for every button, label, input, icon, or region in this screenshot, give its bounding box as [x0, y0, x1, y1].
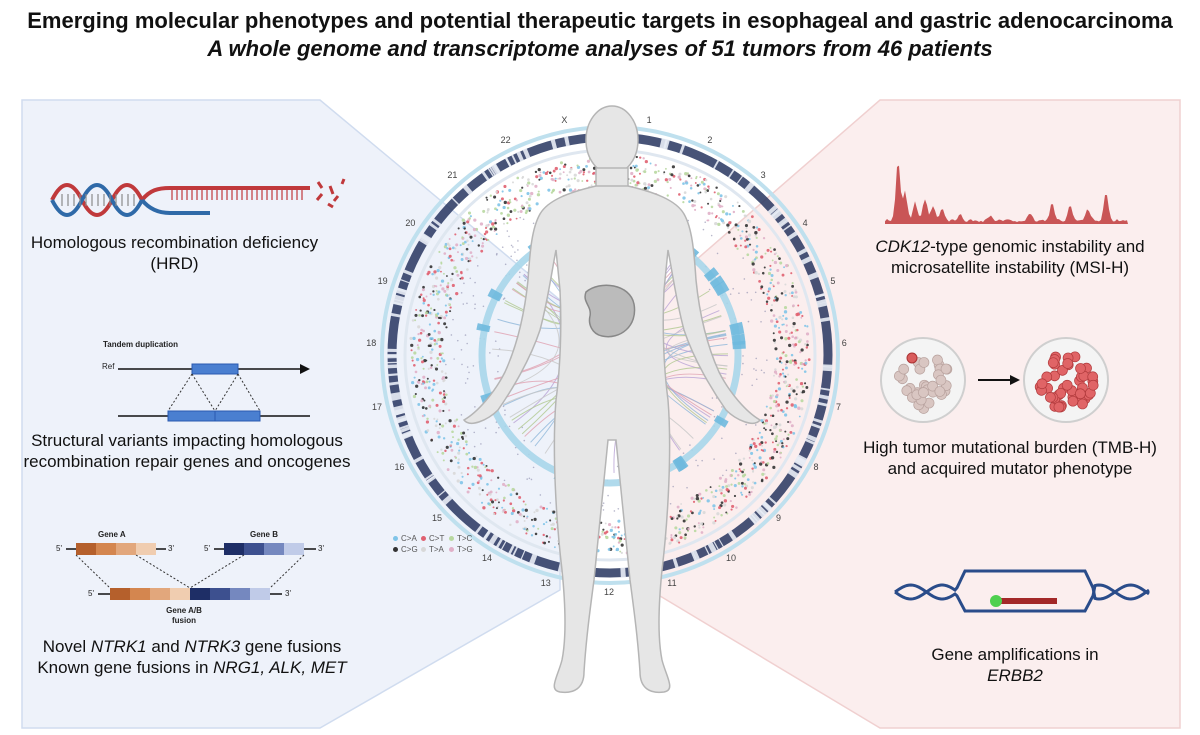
- chromosome-label: 7: [836, 402, 842, 412]
- chromosome-label: 16: [394, 461, 405, 472]
- human-body-icon: [462, 105, 762, 694]
- chromosome-label: 13: [540, 578, 551, 589]
- chromosome-label: 10: [726, 553, 737, 564]
- gene-b-5prime: 5': [204, 544, 210, 553]
- fusion-label: Gene A/B fusion: [160, 606, 208, 626]
- tmb-caption: High tumor mutational burden (TMB-H) and…: [835, 437, 1185, 479]
- chromosome-label: 20: [405, 217, 416, 228]
- amplification-dna-icon: [894, 569, 1150, 613]
- fusion-l1-c: and: [146, 637, 185, 656]
- chromosome-label: 14: [481, 553, 492, 564]
- gene-fusion-diagram: [66, 543, 316, 600]
- chromosome-label: 11: [667, 578, 677, 589]
- chromosome-label: 12: [604, 587, 615, 597]
- legend-swatch: [449, 536, 454, 541]
- fusion-l1-b: NTRK1: [90, 637, 147, 656]
- fusion-label-line1: Gene A/B: [166, 606, 202, 615]
- legend-swatch: [393, 536, 398, 541]
- legend-swatch: [449, 547, 454, 552]
- chromosome-label: 8: [813, 461, 819, 472]
- msi-spectrum-icon: [885, 165, 1128, 224]
- hrd-caption-line2: (HRD): [150, 254, 199, 273]
- tandem-duplication-label: Tandem duplication: [103, 340, 178, 349]
- chromosome-label: 2: [707, 134, 713, 145]
- chromosome-label: 4: [802, 217, 808, 228]
- petri-dish-before-icon: [880, 337, 966, 423]
- legend-label: T>G: [457, 545, 473, 554]
- tandem-duplication-diagram: [118, 363, 310, 422]
- chromosome-label: 1: [646, 114, 652, 125]
- gene-a-label: Gene A: [98, 530, 126, 539]
- gene-b-label: Gene B: [250, 530, 279, 539]
- fusion-3prime: 3': [285, 589, 291, 598]
- legend-label: C>G: [401, 545, 418, 554]
- chromosome-label: 3: [760, 169, 766, 180]
- chromosome-label: 19: [377, 275, 388, 286]
- cdk12-caption: CDK12-type genomic instability and micro…: [840, 236, 1180, 278]
- legend-entry: T>A: [421, 545, 444, 554]
- legend-swatch: [421, 536, 426, 541]
- chromosome-label: 18: [366, 338, 377, 349]
- gene-a-3prime: 3': [168, 544, 174, 553]
- page-subtitle: A whole genome and transcriptome analyse…: [207, 36, 993, 61]
- tmb-caption-line2: and acquired mutator phenotype: [887, 459, 1133, 478]
- fusion-label-line2: fusion: [172, 616, 196, 625]
- legend-label: C>T: [429, 534, 445, 543]
- legend-swatch: [421, 547, 426, 552]
- fusion-caption-line1: Novel NTRK1 and NTRK3 gene fusions: [22, 636, 362, 657]
- dna-damage-icon: [50, 178, 346, 217]
- sv-caption: Structural variants impacting homologous…: [22, 430, 352, 472]
- tmb-caption-line1: High tumor mutational burden (TMB-H): [863, 438, 1157, 457]
- fusion-l1-e: gene fusions: [240, 637, 342, 656]
- sv-caption-line2: recombination repair genes and oncogenes: [23, 452, 351, 471]
- fusion-caption: Novel NTRK1 and NTRK3 gene fusions Known…: [22, 636, 362, 678]
- fusion-5prime: 5': [88, 589, 94, 598]
- chromosome-label: 22: [500, 134, 511, 145]
- fusion-l1-a: Novel: [42, 637, 91, 656]
- sv-caption-line1: Structural variants impacting homologous: [31, 431, 343, 450]
- fusion-l2-b: NRG1, ALK, MET: [213, 658, 347, 677]
- legend-label: T>C: [457, 534, 473, 543]
- fusion-caption-line2: Known gene fusions in NRG1, ALK, MET: [22, 657, 362, 678]
- legend-entry: C>G: [393, 545, 418, 554]
- cdk12-caption-line2: microsatellite instability (MSI-H): [890, 258, 1130, 277]
- gene-b-3prime: 3': [318, 544, 324, 553]
- chromosome-label: 15: [431, 513, 442, 524]
- cdk12-caption-line1: CDK12-type genomic instability and: [840, 236, 1180, 257]
- chromosome-label: 9: [776, 513, 782, 524]
- chromosome-label: 17: [371, 402, 382, 412]
- stomach-icon: [584, 284, 636, 338]
- legend-swatch: [393, 547, 398, 552]
- chromosome-label: 21: [447, 169, 458, 180]
- page-title: Emerging molecular phenotypes and potent…: [27, 8, 1173, 33]
- cdk12-l1-a: CDK12: [875, 237, 931, 256]
- legend-entry: T>G: [449, 545, 473, 554]
- erbb2-caption-line2: ERBB2: [987, 666, 1043, 685]
- legend-label: T>A: [429, 545, 444, 554]
- chromosome-label: 6: [841, 338, 847, 349]
- fusion-l2-a: Known gene fusions in: [37, 658, 214, 677]
- erbb2-caption-line1: Gene amplifications in: [931, 645, 1099, 664]
- chromosome-label: 5: [830, 275, 836, 286]
- legend-entry: T>C: [449, 534, 472, 543]
- petri-dish-after-icon: [1023, 337, 1109, 423]
- fusion-l1-d: NTRK3: [184, 637, 241, 656]
- legend-entry: C>T: [421, 534, 444, 543]
- legend-entry: C>A: [393, 534, 417, 543]
- erbb2-caption: Gene amplifications in ERBB2: [870, 644, 1160, 686]
- hrd-caption: Homologous recombination deficiency (HRD…: [22, 232, 327, 274]
- gene-a-5prime: 5': [56, 544, 62, 553]
- left-panel: [21, 99, 561, 729]
- broken-dna-fragments: [315, 178, 346, 209]
- legend-label: C>A: [401, 534, 417, 543]
- chromosome-label: X: [561, 114, 568, 125]
- ref-label: Ref: [102, 362, 115, 371]
- cdk12-l1-b: -type genomic instability and: [930, 237, 1145, 256]
- hrd-caption-line1: Homologous recombination deficiency: [30, 233, 319, 252]
